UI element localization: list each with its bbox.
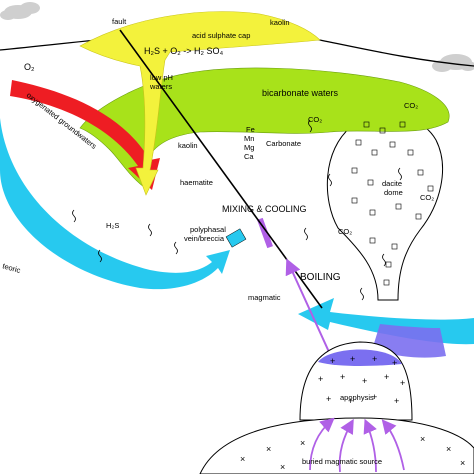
svg-text:×: × <box>300 438 305 448</box>
svg-text:+: + <box>340 372 345 382</box>
low-ph-label-2: waters <box>149 82 172 91</box>
reaction-label: H₂S + O₂ -> H₂ SO₄ <box>144 46 223 56</box>
mg-label: Mg <box>244 143 254 152</box>
svg-text:×: × <box>280 462 285 472</box>
ca-label: Ca <box>244 152 254 161</box>
mn-label: Mn <box>244 134 254 143</box>
apophysis-top <box>318 349 402 366</box>
svg-text:+: + <box>394 396 399 406</box>
polyphasal-label-2: vein/breccia <box>184 234 225 243</box>
kaolin-mid-label: kaolin <box>178 141 198 150</box>
fault-label: fault <box>112 17 127 26</box>
svg-text:×: × <box>266 444 271 454</box>
svg-text:+: + <box>326 394 331 404</box>
svg-text:×: × <box>446 444 451 454</box>
svg-text:+: + <box>348 396 353 406</box>
meteoric-water-arrow <box>0 118 230 290</box>
bicarbonate-label: bicarbonate waters <box>262 88 339 98</box>
svg-text:×: × <box>420 434 425 444</box>
polyphasal-label-1: polyphasal <box>190 225 226 234</box>
igneous-texture: ++++ +++++ ++++ ××××××× <box>240 354 465 472</box>
mixing-label: MIXING & COOLING <box>222 204 307 214</box>
acid-cap-label: acid sulphate cap <box>192 31 250 40</box>
svg-text:+: + <box>350 354 355 364</box>
cloud-icon <box>432 54 474 72</box>
co2-label-c: CO₂ <box>420 193 434 202</box>
cloud-icon <box>0 2 40 20</box>
apophysis-label: apophysis <box>340 393 374 402</box>
svg-text:+: + <box>362 376 367 386</box>
buried-magmatic-source <box>199 417 474 474</box>
magmatic-label: magmatic <box>248 293 281 302</box>
haematite-label: haematite <box>180 178 213 187</box>
co2-label-a: CO₂ <box>308 115 322 124</box>
dacite-dome <box>326 115 443 301</box>
low-ph-label-1: low pH <box>150 73 173 82</box>
o2-label: O₂ <box>24 62 35 72</box>
magmatic-flow-arrow <box>381 419 405 471</box>
svg-text:+: + <box>372 354 377 364</box>
svg-text:+: + <box>330 356 335 366</box>
oxygenated-label: oxygenated groundwaters <box>25 90 99 150</box>
h2s-label: H₂S <box>106 221 119 230</box>
dacite-label-2: dome <box>384 188 403 197</box>
co2-label-b: CO₂ <box>404 101 418 110</box>
carbonate-label: Carbonate <box>266 139 301 148</box>
dome-texture <box>351 121 434 286</box>
kaolin-top-label: kaolin <box>270 18 290 27</box>
dacite-label-1: dacite <box>382 179 402 188</box>
svg-text:+: + <box>318 374 323 384</box>
magmatic-flow-arrow <box>338 418 354 473</box>
svg-text:+: + <box>384 372 389 382</box>
bicarbonate-waters-plume <box>79 67 450 191</box>
magmatic-flow-arrow <box>309 417 335 471</box>
meteoric-label: teoric <box>1 261 21 275</box>
svg-text:+: + <box>400 378 405 388</box>
mixing-zone <box>225 228 247 248</box>
buried-source-label: buried magmatic source <box>302 457 382 466</box>
magmatic-fluid-band <box>372 324 446 358</box>
boiling-label: BOILING <box>300 272 341 283</box>
vapour-squiggle-icon <box>72 119 402 301</box>
magmatic-flow-arrow <box>363 418 377 473</box>
svg-text:+: + <box>372 392 377 402</box>
fe-label: Fe <box>246 125 255 134</box>
svg-text:×: × <box>240 454 245 464</box>
svg-text:+: + <box>392 358 397 368</box>
svg-text:×: × <box>460 458 465 468</box>
co2-label-d: CO₂ <box>338 227 352 236</box>
